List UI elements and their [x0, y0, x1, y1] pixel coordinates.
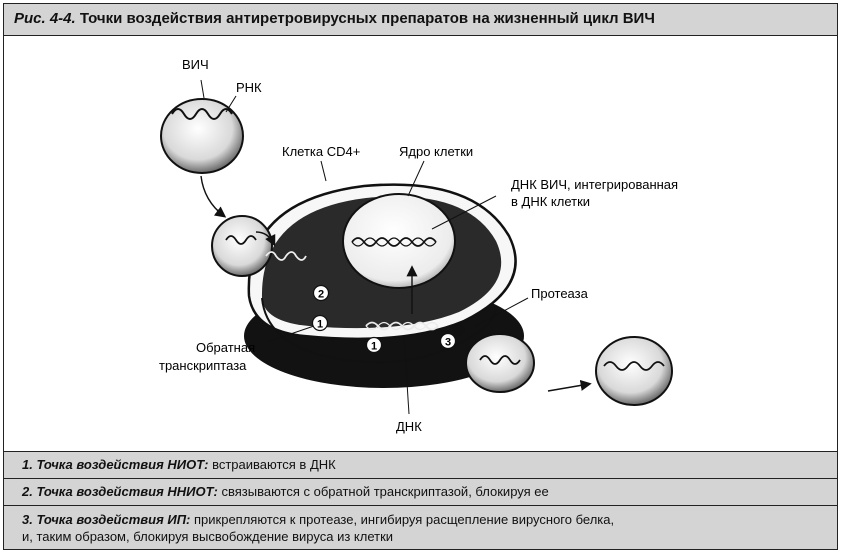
rna-label-line — [225, 95, 237, 113]
rt-label-2: транскриптаза — [159, 358, 247, 373]
released-virus-envelope — [595, 336, 673, 406]
hiv-label-line — [200, 79, 205, 99]
note-nniot-text: связываются с обратной транскриптазой, б… — [217, 484, 549, 499]
cell-nucleus — [342, 193, 456, 289]
figure-title-bar: Рис. 4-4. Точки воздействия антиретровир… — [4, 4, 837, 36]
note-niot-lead: 1. Точка воздействия НИОТ: — [22, 457, 209, 472]
svg-text:1: 1 — [317, 319, 323, 331]
marker-3: 3 — [439, 332, 457, 350]
dna-label-line — [403, 335, 410, 415]
incoming-rna-strand — [265, 251, 307, 261]
virus-budding — [453, 324, 535, 393]
note-niot: 1. Точка воздействия НИОТ: встраиваются … — [4, 451, 837, 478]
diagram-svg: 2 1 1 3 ВИЧ РНК Клетка CD4+ Ядро клетки … — [159, 57, 678, 434]
protease-label: Протеаза — [531, 286, 589, 301]
svg-text:2: 2 — [318, 289, 324, 301]
protease-label-line — [473, 297, 529, 328]
note-nniot: 2. Точка воздействия ННИОТ: связываются … — [4, 478, 837, 505]
rna-label: РНК — [236, 80, 262, 95]
marker-1a: 1 — [311, 314, 329, 332]
cytoplasm-dna — [365, 321, 439, 331]
rt-label-line — [266, 325, 315, 343]
dna-label: ДНК — [396, 419, 422, 434]
integrated-label-line — [431, 195, 497, 230]
figure-number: Рис. 4-4. — [14, 10, 76, 27]
note-nniot-lead: 2. Точка воздействия ННИОТ: — [22, 484, 218, 499]
released-virus — [595, 336, 673, 406]
integrated-dna-label-2: в ДНК клетки — [511, 194, 590, 209]
note-ip: 3. Точка воздействия ИП: прикрепляются к… — [4, 505, 837, 549]
integrated-dna-label-1: ДНК ВИЧ, интегрированная — [511, 177, 678, 192]
note-ip-lead: 3. Точка воздействия ИП: — [22, 512, 191, 527]
integrated-dna-helix — [351, 237, 437, 247]
rt-label-1: Обратная — [196, 340, 255, 355]
hiv-lifecycle-diagram: 2 1 1 3 ВИЧ РНК Клетка CD4+ Ядро клетки … — [4, 36, 837, 451]
figure-frame: Рис. 4-4. Точки воздействия антиретровир… — [3, 3, 838, 550]
note-ip-text-2: и, таким образом, блокируя высвобождение… — [22, 529, 394, 544]
cd4-cell-label: Клетка CD4+ — [282, 144, 360, 159]
viral-rna-strand — [171, 108, 233, 120]
figure-title-text: Точки воздействия антиретровирусных преп… — [79, 10, 655, 27]
marker-1b: 1 — [365, 336, 383, 354]
protease-dot — [453, 324, 465, 336]
nucleus-label: Ядро клетки — [399, 144, 473, 159]
cd4-label-line — [320, 160, 327, 182]
note-niot-text: встраиваются в ДНК — [208, 457, 336, 472]
marker-2: 2 — [312, 284, 330, 302]
nucleus-label-line — [407, 160, 425, 197]
budding-virus-envelope — [465, 333, 535, 393]
svg-text:1: 1 — [371, 341, 377, 353]
hiv-label: ВИЧ — [182, 57, 209, 72]
virus-entering — [160, 98, 244, 174]
virus-envelope — [160, 98, 244, 174]
fusing-virus-envelope — [211, 215, 273, 277]
release-arrow — [547, 379, 592, 392]
figure-title: Рис. 4-4. Точки воздействия антиретровир… — [14, 10, 655, 27]
note-ip-text: прикрепляются к протеазе, ингибируя расщ… — [190, 512, 615, 527]
svg-text:3: 3 — [445, 337, 451, 349]
virus-fusing — [211, 215, 307, 277]
entry-arrow — [200, 175, 227, 218]
